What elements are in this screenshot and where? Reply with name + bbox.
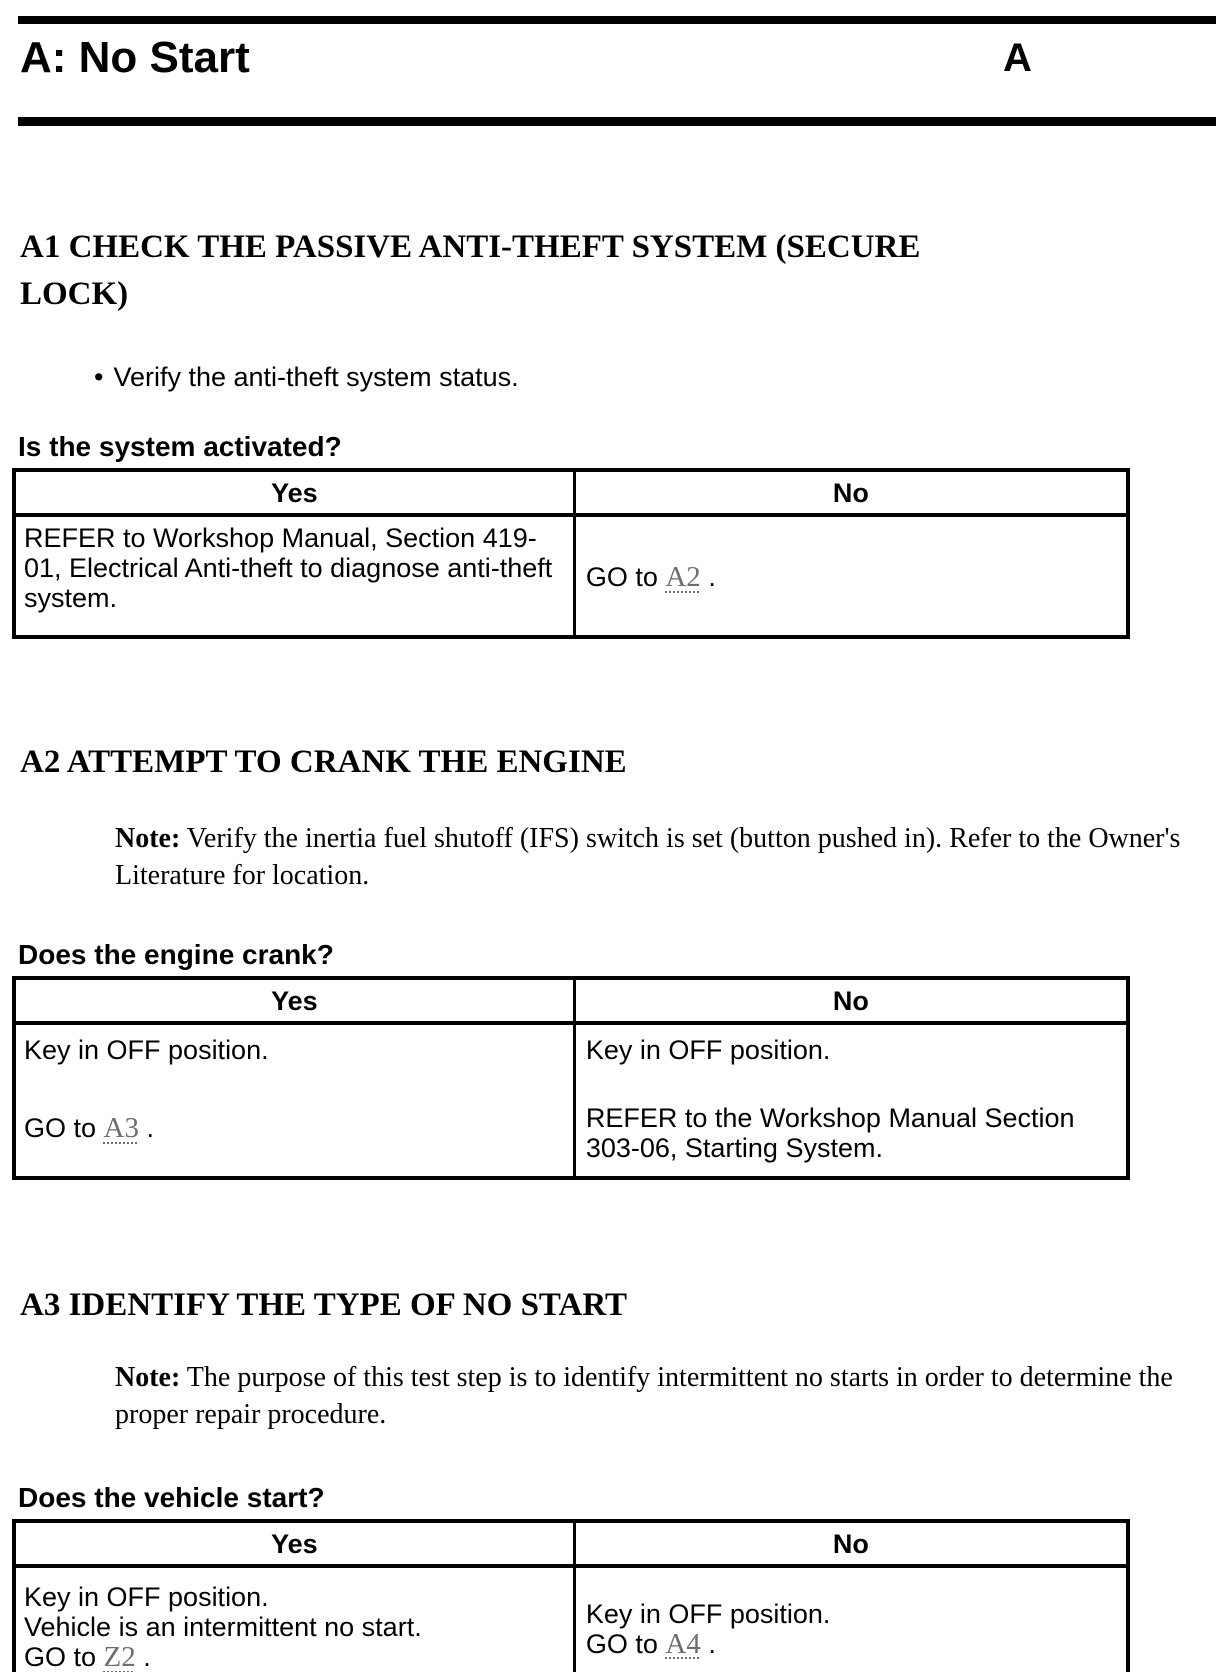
section-a3: A3 IDENTIFY THE TYPE OF NO START Note: T… [11,1282,1216,1672]
goto-prefix: GO to [24,1113,104,1143]
table-header-row: Yes No [11,976,1130,1025]
no-column-header: No [572,976,1130,1025]
no-cell-line1: Key in OFF position. [585,1035,831,1065]
yes-column-header: Yes [11,468,576,517]
yes-cell-text: REFER to Workshop Manual, Section 419-01… [24,523,553,613]
section-a1: A1 CHECK THE PASSIVE ANTI-THEFT SYSTEM (… [11,224,1216,639]
no-cell: Key in OFF position. REFER to the Worksh… [572,1023,1130,1180]
no-column-header: No [572,1519,1130,1568]
goto-link-a2[interactable]: A2 [665,561,701,593]
decision-table-a3: Yes No Key in OFF position. Vehicle is a… [11,1519,1130,1672]
section-a2: A2 ATTEMPT TO CRANK THE ENGINE Note: Ver… [11,739,1216,1180]
question-a2: Does the engine crank? [18,939,334,970]
goto-line: GO to A3 . [24,1113,561,1143]
no-column-header: No [572,468,1130,517]
yes-cell: Key in OFF position. GO to A3 . [11,1023,576,1180]
decision-table-a1: Yes No REFER to Workshop Manual, Section… [11,468,1130,639]
table-header-row: Yes No [11,468,1130,517]
no-cell-para2: REFER to the Workshop Manual Section 303… [585,1103,1075,1163]
question-a1: Is the system activated? [18,431,342,462]
bullet-item: Verify the anti-theft system status. [94,362,1216,392]
table-body-row: Key in OFF position. Vehicle is an inter… [11,1566,1130,1672]
goto-prefix: GO to [585,562,666,592]
table-header-row: Yes No [11,1519,1130,1568]
no-cell: GO to A2 . [572,515,1130,639]
table-body-row: Key in OFF position. GO to A3 . Key in O… [11,1023,1130,1180]
question-a3: Does the vehicle start? [18,1482,325,1513]
decision-table-a2: Yes No Key in OFF position. GO to A3 . K… [11,976,1130,1180]
goto-suffix: . [138,1113,154,1143]
section-a1-heading: A1 CHECK THE PASSIVE ANTI-THEFT SYSTEM (… [20,229,921,312]
note-text: Verify the inertia fuel shutoff (IFS) sw… [115,823,1181,891]
yes-cell-line1: Key in OFF position. [24,1035,269,1065]
goto-suffix: . [135,1642,151,1672]
title-divider-rule [18,117,1216,126]
goto-link-a4[interactable]: A4 [665,1627,701,1660]
note-text: The purpose of this test step is to iden… [115,1362,1173,1430]
goto-line: GO to A4 . [586,1629,1114,1659]
note-a2: Note: Verify the inertia fuel shutoff (I… [115,820,1206,894]
yes-cell-line2: Vehicle is an intermittent no start. [24,1612,422,1642]
bullet-text: Verify the anti-theft system status. [113,362,519,392]
section-a2-heading: A2 ATTEMPT TO CRANK THE ENGINE [20,744,627,780]
note-label: Note: [115,1362,181,1393]
bullet-icon [94,362,103,392]
yes-column-header: Yes [11,976,576,1025]
no-cell: Key in OFF position. GO to A4 . [572,1566,1130,1672]
top-rule [18,16,1216,24]
page-letter: A [1003,36,1032,80]
page-content: A1 CHECK THE PASSIVE ANTI-THEFT SYSTEM (… [11,126,1216,1672]
goto-link-a3[interactable]: A3 [103,1112,139,1144]
note-label: Note: [115,823,181,854]
goto-prefix: GO to [24,1642,104,1672]
page-title: A: No Start [20,33,250,82]
table-body-row: REFER to Workshop Manual, Section 419-01… [11,515,1130,639]
goto-prefix: GO to [585,1628,666,1659]
yes-column-header: Yes [11,1519,576,1568]
yes-cell: Key in OFF position. Vehicle is an inter… [11,1566,576,1672]
goto-link-z2[interactable]: Z2 [103,1641,136,1672]
yes-cell-line1: Key in OFF position. [24,1582,269,1612]
goto-suffix: . [700,562,716,592]
goto-line: GO to Z2 . [24,1642,561,1672]
yes-cell: REFER to Workshop Manual, Section 419-01… [11,515,576,639]
no-cell-line1: Key in OFF position. [585,1598,831,1629]
goto-line: GO to A2 . [586,562,1114,592]
note-a3: Note: The purpose of this test step is t… [115,1359,1206,1433]
goto-suffix: . [700,1628,716,1659]
section-a3-heading: A3 IDENTIFY THE TYPE OF NO START [20,1287,628,1323]
